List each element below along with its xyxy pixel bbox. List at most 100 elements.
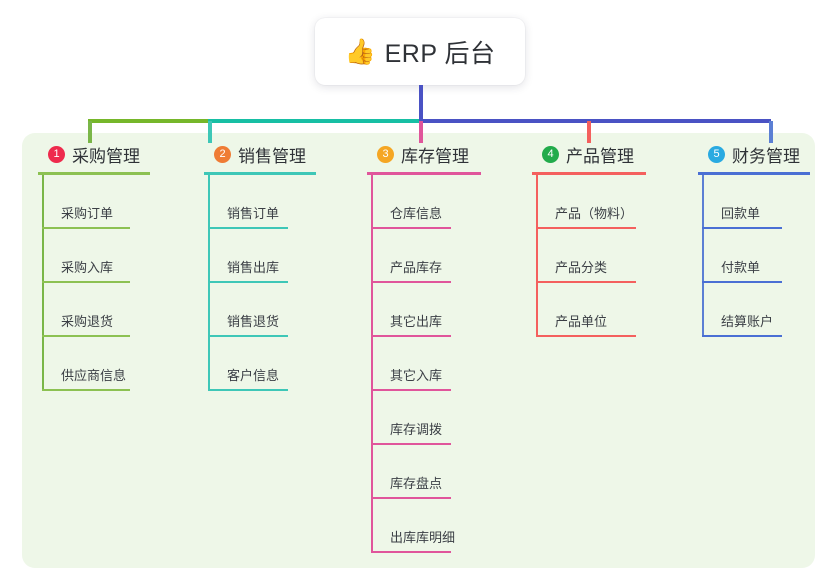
branch-column-5: 5 财务管理回款单付款单结算账户 xyxy=(694,142,810,337)
leaf-node-label: 销售出库 xyxy=(227,260,280,275)
branch-title: 采购管理 xyxy=(72,146,140,166)
leaf-node-rule xyxy=(42,281,130,283)
leaf-node-rule xyxy=(371,389,451,391)
leaf-node-rule xyxy=(536,281,636,283)
branch-spine xyxy=(42,175,44,391)
leaf-node[interactable]: 供应商信息 xyxy=(34,337,152,391)
leaf-node-rule xyxy=(702,281,782,283)
leaf-node[interactable]: 库存调拨 xyxy=(363,391,473,445)
leaf-node[interactable]: 结算账户 xyxy=(694,283,804,337)
leaf-node-rule xyxy=(536,227,636,229)
leaf-node[interactable]: 仓库信息 xyxy=(363,175,473,229)
leaf-node-label: 回款单 xyxy=(721,206,761,221)
branch-spine xyxy=(536,175,538,337)
connector-drop-1 xyxy=(88,121,92,143)
leaf-node[interactable]: 客户信息 xyxy=(200,337,310,391)
leaf-node-label: 结算账户 xyxy=(721,314,774,329)
connector-indigo-segment xyxy=(419,119,771,123)
leaf-node-label: 其它入库 xyxy=(390,368,443,383)
branch-title: 库存管理 xyxy=(401,146,469,166)
branch-column-3: 3 库存管理仓库信息产品库存其它出库其它入库库存调拨库存盘点出库库明细 xyxy=(363,142,481,553)
leaf-node-rule xyxy=(702,335,782,337)
branch-spine xyxy=(208,175,210,391)
page-title: ERP 后台 xyxy=(384,39,496,68)
leaf-node-rule xyxy=(42,227,130,229)
leaf-node[interactable]: 产品分类 xyxy=(528,229,658,283)
branch-number-badge: 2 xyxy=(214,145,231,163)
connector-drop-5 xyxy=(769,121,773,143)
root-node-card[interactable]: 👍 ERP 后台 xyxy=(315,18,525,85)
leaf-node[interactable]: 产品单位 xyxy=(528,283,658,337)
branch-column-4: 4 产品管理产品（物料） 产品分类产品单位 xyxy=(528,142,646,337)
leaf-node-label: 销售退货 xyxy=(227,314,280,329)
leaf-node-rule xyxy=(702,227,782,229)
diagram-panel xyxy=(22,133,815,568)
leaf-node-label: 库存调拨 xyxy=(390,422,443,437)
leaf-node[interactable]: 其它出库 xyxy=(363,283,473,337)
leaf-node-label: 付款单 xyxy=(721,260,761,275)
branch-header-5[interactable]: 5 财务管理 xyxy=(694,142,800,166)
branch-title: 销售管理 xyxy=(238,146,306,166)
leaf-node-label: 仓库信息 xyxy=(390,206,443,221)
leaf-node[interactable]: 销售订单 xyxy=(200,175,310,229)
leaf-node-rule xyxy=(371,335,451,337)
connector-drop-4 xyxy=(587,121,591,143)
connector-teal-segment xyxy=(208,119,419,123)
branch-header-2[interactable]: 2 销售管理 xyxy=(200,142,306,166)
leaf-node-label: 销售订单 xyxy=(227,206,280,221)
branch-title: 产品管理 xyxy=(566,146,634,166)
branch-header-rule xyxy=(367,172,481,175)
branch-number-badge: 3 xyxy=(377,145,394,163)
root-connector-stem xyxy=(419,85,423,121)
leaf-node[interactable]: 采购入库 xyxy=(34,229,152,283)
branch-spine xyxy=(702,175,704,337)
branch-number-badge: 5 xyxy=(708,145,725,163)
leaf-node[interactable]: 采购订单 xyxy=(34,175,152,229)
leaf-node-label: 客户信息 xyxy=(227,368,280,383)
thumbs-up-icon: 👍 xyxy=(344,37,376,66)
leaf-node[interactable]: 其它入库 xyxy=(363,337,473,391)
leaf-node-rule xyxy=(208,335,288,337)
leaf-node-rule xyxy=(208,281,288,283)
branch-header-rule xyxy=(38,172,150,175)
leaf-node-label: 其它出库 xyxy=(390,314,443,329)
leaf-node[interactable]: 销售出库 xyxy=(200,229,310,283)
leaf-node-label: 产品（物料） xyxy=(555,206,634,221)
leaf-node-rule xyxy=(371,281,451,283)
leaf-node-label: 采购退货 xyxy=(61,314,114,329)
leaf-node-rule xyxy=(371,227,451,229)
branch-title: 财务管理 xyxy=(732,146,800,166)
branch-number-badge: 4 xyxy=(542,145,559,163)
connector-drop-2 xyxy=(208,121,212,143)
leaf-node[interactable]: 产品库存 xyxy=(363,229,473,283)
branch-header-rule xyxy=(698,172,810,175)
leaf-node[interactable]: 采购退货 xyxy=(34,283,152,337)
leaf-node-label: 采购入库 xyxy=(61,260,114,275)
leaf-node[interactable]: 产品（物料） xyxy=(528,175,658,229)
branch-header-3[interactable]: 3 库存管理 xyxy=(363,142,469,166)
leaf-node[interactable]: 回款单 xyxy=(694,175,804,229)
leaf-node-label: 采购订单 xyxy=(61,206,114,221)
leaf-node-rule xyxy=(371,443,451,445)
leaf-node-rule xyxy=(208,389,288,391)
leaf-node-rule xyxy=(371,551,451,553)
branch-header-4[interactable]: 4 产品管理 xyxy=(528,142,634,166)
branch-header-rule xyxy=(532,172,646,175)
branch-header-rule xyxy=(204,172,316,175)
leaf-node-label: 出库库明细 xyxy=(390,530,456,545)
leaf-node[interactable]: 库存盘点 xyxy=(363,445,473,499)
branch-spine xyxy=(371,175,373,553)
leaf-node[interactable]: 出库库明细 xyxy=(363,499,473,553)
leaf-node-rule xyxy=(536,335,636,337)
leaf-node-rule xyxy=(371,497,451,499)
connector-green-segment xyxy=(88,119,208,123)
leaf-node-label: 产品单位 xyxy=(555,314,608,329)
leaf-node[interactable]: 付款单 xyxy=(694,229,804,283)
leaf-node[interactable]: 销售退货 xyxy=(200,283,310,337)
leaf-node-label: 产品分类 xyxy=(555,260,608,275)
branch-column-2: 2 销售管理销售订单销售出库销售退货客户信息 xyxy=(200,142,316,391)
leaf-node-label: 产品库存 xyxy=(390,260,443,275)
